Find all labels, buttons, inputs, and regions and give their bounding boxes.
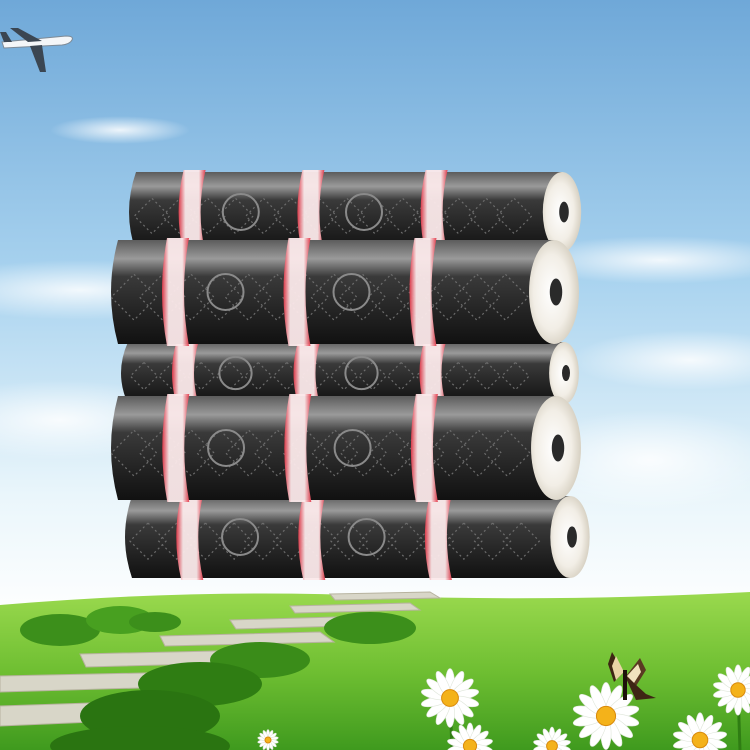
roll-texture (502, 522, 541, 560)
roll-texture (110, 429, 158, 477)
roll-texture (338, 273, 387, 321)
roll-texture (473, 522, 512, 560)
roll-logo-seal (207, 429, 246, 467)
roll-texture (272, 522, 311, 560)
roll-band (420, 170, 448, 254)
roll-band (162, 238, 189, 346)
daisy-icon (572, 682, 640, 750)
daisy-icon (713, 664, 750, 750)
roll-texture (311, 429, 359, 477)
roll-band (293, 340, 321, 406)
roll-band (172, 340, 199, 406)
roll-core-hole (562, 364, 570, 382)
roll-texture (397, 429, 445, 477)
roll-texture (467, 197, 505, 235)
roll-texture (426, 429, 474, 477)
roll-band (409, 238, 437, 346)
roll-texture (395, 273, 444, 321)
roll-texture (384, 197, 422, 235)
roll-texture (356, 197, 394, 235)
roll-band (178, 170, 206, 254)
roll-band (297, 170, 325, 254)
roll-texture (453, 273, 501, 321)
roll-texture (225, 429, 273, 477)
roll-texture (368, 429, 417, 477)
membrane-roll (129, 170, 582, 254)
roll-logo-seal (333, 429, 372, 467)
airplane-icon (0, 28, 73, 72)
roll-band (410, 394, 438, 502)
roll-core-hole (567, 526, 577, 548)
roll-texture (481, 273, 530, 321)
roll-texture (110, 273, 158, 321)
membrane-roll (121, 340, 579, 406)
roll-texture (129, 522, 167, 560)
roll-core-hole (559, 201, 569, 223)
membrane-roll (125, 494, 590, 580)
roll-texture (330, 522, 368, 560)
membrane-roll (110, 238, 579, 346)
roll-core-hole (549, 278, 563, 306)
roll-band (176, 494, 204, 580)
roll-band (298, 494, 326, 580)
roll-texture (167, 429, 216, 477)
roll-band (162, 394, 190, 502)
roll-band (419, 340, 447, 406)
roll-texture (339, 429, 388, 477)
roll-texture (167, 273, 215, 321)
roll-texture (387, 522, 426, 560)
daisy-group (257, 664, 750, 750)
roll-texture (358, 522, 397, 560)
roll-logo-seal (347, 518, 386, 556)
roll-texture (217, 197, 255, 235)
roll-texture (244, 197, 282, 235)
roll-texture (495, 197, 533, 235)
roll-texture (196, 429, 244, 477)
roll-texture (189, 197, 227, 235)
daisy-icon (421, 668, 479, 750)
butterfly-icon (608, 652, 656, 700)
roll-texture (310, 273, 358, 321)
roll-texture (328, 197, 366, 235)
membrane-roll-stack (110, 170, 590, 580)
roll-logo-seal (218, 355, 253, 391)
roll-texture (224, 273, 273, 321)
roll-logo-seal (332, 273, 371, 311)
roll-texture (157, 522, 196, 560)
roll-texture (300, 197, 338, 235)
roll-core-hole (551, 434, 565, 462)
roll-texture (243, 522, 282, 560)
roll-texture (282, 429, 331, 477)
roll-texture (281, 273, 330, 321)
roll-band (283, 238, 311, 346)
roll-texture (195, 273, 244, 321)
roll-logo-seal (221, 518, 260, 556)
roll-texture (424, 273, 473, 321)
roll-logo-seal (221, 193, 260, 231)
daisy-icon (257, 729, 279, 750)
roll-band (424, 494, 452, 580)
daisy-icon (673, 712, 727, 750)
roll-texture (367, 273, 415, 321)
roll-texture (454, 429, 503, 477)
shrub-icon (20, 606, 416, 750)
roll-texture (483, 429, 532, 477)
roll-texture (444, 522, 483, 560)
roll-texture (439, 197, 477, 235)
membrane-roll (110, 394, 581, 502)
roll-logo-seal (345, 193, 383, 231)
roll-logo-seal (344, 355, 379, 391)
roll-texture (133, 197, 171, 235)
roll-band (284, 394, 312, 502)
roll-logo-seal (206, 273, 245, 311)
